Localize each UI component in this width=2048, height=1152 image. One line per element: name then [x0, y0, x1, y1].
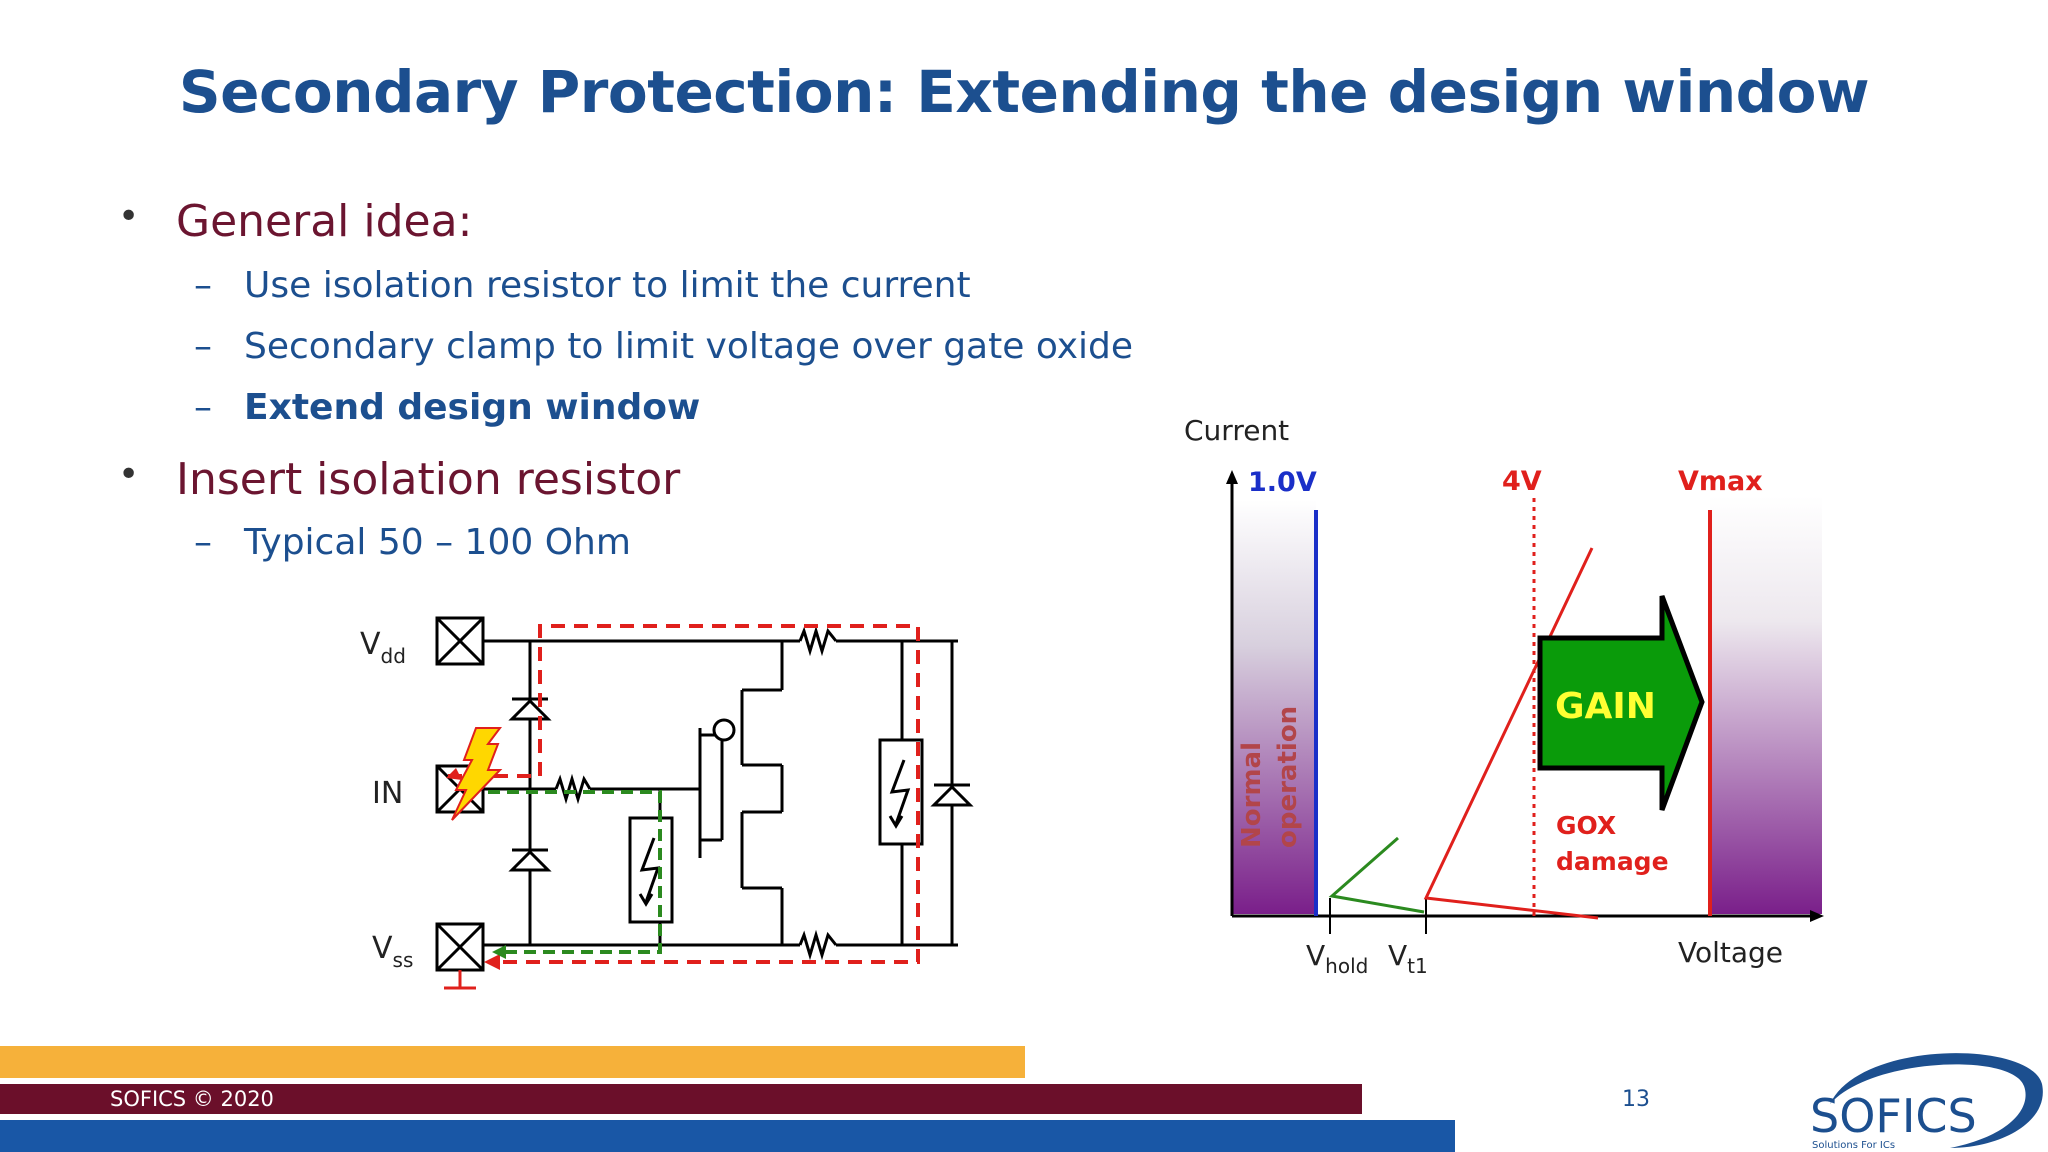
gain-arrow [1537, 595, 1705, 811]
arrow-head-green [492, 945, 506, 959]
ground-symbol [444, 970, 476, 990]
resistor-top [798, 625, 838, 657]
normal-operation-region [1232, 500, 1316, 914]
label-1v0: 1.0V [1248, 467, 1317, 498]
curve-green-snapback [1328, 836, 1425, 914]
pad-vdd [435, 616, 485, 666]
gox-damage-label-2: damage [1556, 847, 1669, 876]
footer-band-orange [0, 1046, 1025, 1078]
label-vdd: Vdd [360, 627, 406, 668]
label-vhold: Vhold [1306, 939, 1368, 978]
resistor-bottom [798, 929, 838, 961]
lightning-bolt-icon [451, 727, 503, 821]
bullet-text: General idea: [176, 196, 473, 247]
curve-red-snapback [1423, 547, 1599, 920]
sub-bullet-text: Extend design window [244, 387, 701, 428]
dash-glyph: – [194, 265, 212, 306]
sub-bullet-text: Secondary clamp to limit voltage over ga… [244, 326, 1134, 367]
dash-glyph: – [194, 387, 212, 428]
diode-down [508, 848, 552, 872]
logo-text: SOFICS [1810, 1089, 1977, 1143]
normal-operation-label-1: Normal [1237, 742, 1267, 848]
gain-label: GAIN [1555, 686, 1656, 727]
label-vt1: Vt1 [1388, 939, 1428, 978]
esd-path-primary [448, 624, 920, 964]
primary-clamp [878, 738, 924, 846]
logo-tagline: Solutions For ICs [1812, 1140, 1895, 1151]
sub-bullet-text: Use isolation resistor to limit the curr… [244, 265, 971, 306]
pad-vss [435, 922, 485, 972]
isolation-resistor [554, 773, 592, 805]
normal-operation-label-2: operation [1273, 706, 1303, 848]
sub-bullet-text: Typical 50 – 100 Ohm [244, 522, 631, 563]
footer-band-maroon [0, 1084, 1362, 1114]
diode-rail [930, 783, 974, 807]
footer-copyright: SOFICS © 2020 [110, 1087, 274, 1111]
dash-glyph: – [194, 326, 212, 367]
dash-glyph: – [194, 522, 212, 563]
y-axis-arrow [1226, 470, 1238, 484]
pmos-gate-bubble [712, 718, 736, 742]
bullet-glyph: • [118, 196, 140, 237]
page-number: 13 [1622, 1087, 1650, 1112]
sofics-logo: SOFICS Solutions For ICs [1810, 1053, 2043, 1151]
label-vmax: Vmax [1678, 466, 1763, 497]
footer-band-blue [0, 1120, 1455, 1152]
x-axis-arrow [1810, 910, 1824, 922]
label-4v: 4V [1502, 466, 1542, 497]
slide-title: Secondary Protection: Extending the desi… [178, 58, 1870, 126]
gox-damage-label-1: GOX [1556, 811, 1616, 840]
lightning-arrow [446, 768, 462, 780]
bullet-glyph: • [118, 454, 140, 495]
secondary-clamp [628, 816, 674, 924]
y-axis-label: Current [1184, 414, 1289, 447]
label-in: IN [372, 776, 403, 811]
arrow-head-red [484, 954, 500, 970]
x-axis-label: Voltage [1678, 936, 1783, 969]
esd-path-secondary [488, 790, 662, 954]
breakdown-region [1710, 496, 1822, 914]
bullet-text: Insert isolation resistor [176, 454, 681, 505]
label-vss: Vss [372, 931, 413, 972]
